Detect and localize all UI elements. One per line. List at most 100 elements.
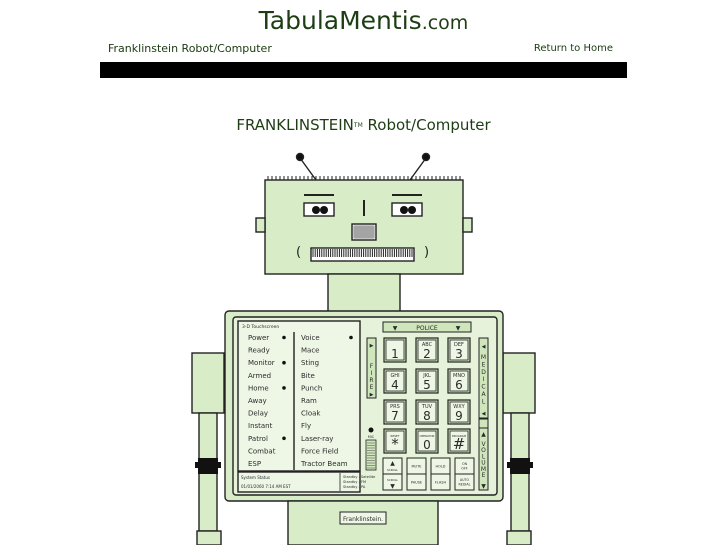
return-home-link[interactable]: Return to Home (533, 43, 613, 54)
function-key-face[interactable] (382, 473, 403, 491)
key-letters: RESET (391, 434, 400, 438)
key-letters: PROGRAM (452, 434, 467, 438)
badge-text: Franklinstein. (343, 516, 383, 523)
mic-grille (365, 439, 377, 471)
key-digit: 6 (455, 378, 463, 392)
volume-down-arrow: ▼ (481, 483, 486, 490)
key-inner (417, 430, 437, 452)
function-key-label: PAUSE (411, 481, 422, 485)
key-digit: 1 (391, 347, 399, 361)
mic-icon (368, 427, 374, 433)
key-digit: 7 (391, 409, 399, 423)
key-letters: PRS (390, 404, 400, 410)
vertical-letter: O (481, 447, 486, 454)
mode-item: Power (248, 334, 269, 342)
right-pupil-2 (408, 206, 416, 214)
mode-list: PowerReadyMonitorArmedHomeAwayDelayInsta… (248, 334, 286, 468)
medical-arrow-down: ◀ (482, 411, 486, 417)
right-pupil (400, 206, 408, 214)
function-key-face[interactable] (430, 473, 451, 491)
function-key[interactable]: FLASH (430, 473, 451, 491)
standby-3: Standby - PA (343, 485, 366, 489)
touchscreen-header: 3-D Touchscreen (242, 324, 279, 330)
right-wrist-clamp (507, 462, 533, 468)
function-key-label: HOLD (435, 465, 445, 469)
head-ticks (267, 176, 461, 180)
key-#[interactable]: PROGRAM# (447, 428, 471, 454)
scroll-up-icon: ▲ (390, 460, 395, 467)
vertical-letter: E (482, 361, 486, 368)
breadcrumb: Franklinstein Robot/Computer (108, 42, 272, 55)
weapon-list: VoiceMaceStingBitePunchRamCloakFlyLaser-… (300, 334, 353, 468)
mouth-teeth (312, 249, 413, 257)
key-*[interactable]: RESET* (383, 428, 407, 454)
key-letters: MNO (453, 373, 465, 379)
page-title-main: FRANKLINSTEIN (236, 116, 354, 134)
trademark-mark: TM (353, 122, 363, 129)
function-key-label: SCROLL (387, 468, 398, 472)
mode-item: Instant (248, 422, 273, 430)
left-pupil (312, 206, 320, 214)
mode-item: Away (248, 397, 267, 405)
standby-2: Standby - FM (343, 480, 366, 484)
function-key[interactable]: PAUSE (406, 473, 427, 491)
mic-label: MIC (368, 435, 375, 439)
left-antenna (299, 157, 317, 181)
key-digit: 3 (455, 347, 463, 361)
function-key[interactable]: HOLD (430, 457, 451, 475)
active-dot (349, 335, 353, 340)
function-key[interactable]: ▼SCROLL (382, 473, 403, 491)
vertical-letter: E (370, 384, 374, 391)
status-label: System Status (241, 475, 270, 480)
police-button[interactable] (382, 321, 472, 333)
key-inner (385, 339, 405, 361)
key-inner (385, 370, 405, 392)
key-letters: WXY (453, 404, 465, 410)
key-1[interactable]: 1 (383, 337, 407, 363)
fire-button[interactable] (366, 337, 377, 399)
police-arrow-right: ▼ (456, 325, 461, 332)
weapon-item: Laser-ray (301, 435, 333, 443)
function-key[interactable]: MUTE (406, 457, 427, 475)
function-key-label: FLASH (435, 481, 447, 485)
medical-button[interactable] (478, 337, 489, 419)
page-title-subtitle: Robot/Computer (367, 116, 491, 134)
vertical-letter: U (481, 460, 485, 467)
function-key-face[interactable] (406, 473, 427, 491)
key-inner (385, 430, 405, 452)
robot-neck (327, 273, 401, 313)
left-cheek: ( (296, 245, 301, 260)
site-tld: .com (421, 12, 469, 34)
vertical-letter: M (481, 466, 486, 473)
speaker-grille (351, 223, 377, 241)
mode-item: ESP (248, 460, 261, 468)
left-arm-upper (191, 352, 225, 414)
key-inner (449, 401, 469, 423)
mode-item: Combat (248, 447, 276, 455)
key-inner (417, 370, 437, 392)
right-ear (462, 217, 473, 233)
function-key[interactable]: ▲SCROLL (382, 457, 403, 475)
key-letters: JKL (422, 373, 431, 379)
function-key-face[interactable] (454, 473, 475, 491)
left-hand (196, 530, 222, 545)
weapon-item: Tractor Beam (300, 460, 348, 468)
left-ear (255, 217, 266, 233)
right-arm-upper (502, 352, 536, 414)
page-title: FRANKLINSTEINTM Robot/Computer (0, 116, 727, 134)
weapon-item: Bite (301, 372, 315, 380)
mode-item: Armed (248, 372, 271, 380)
